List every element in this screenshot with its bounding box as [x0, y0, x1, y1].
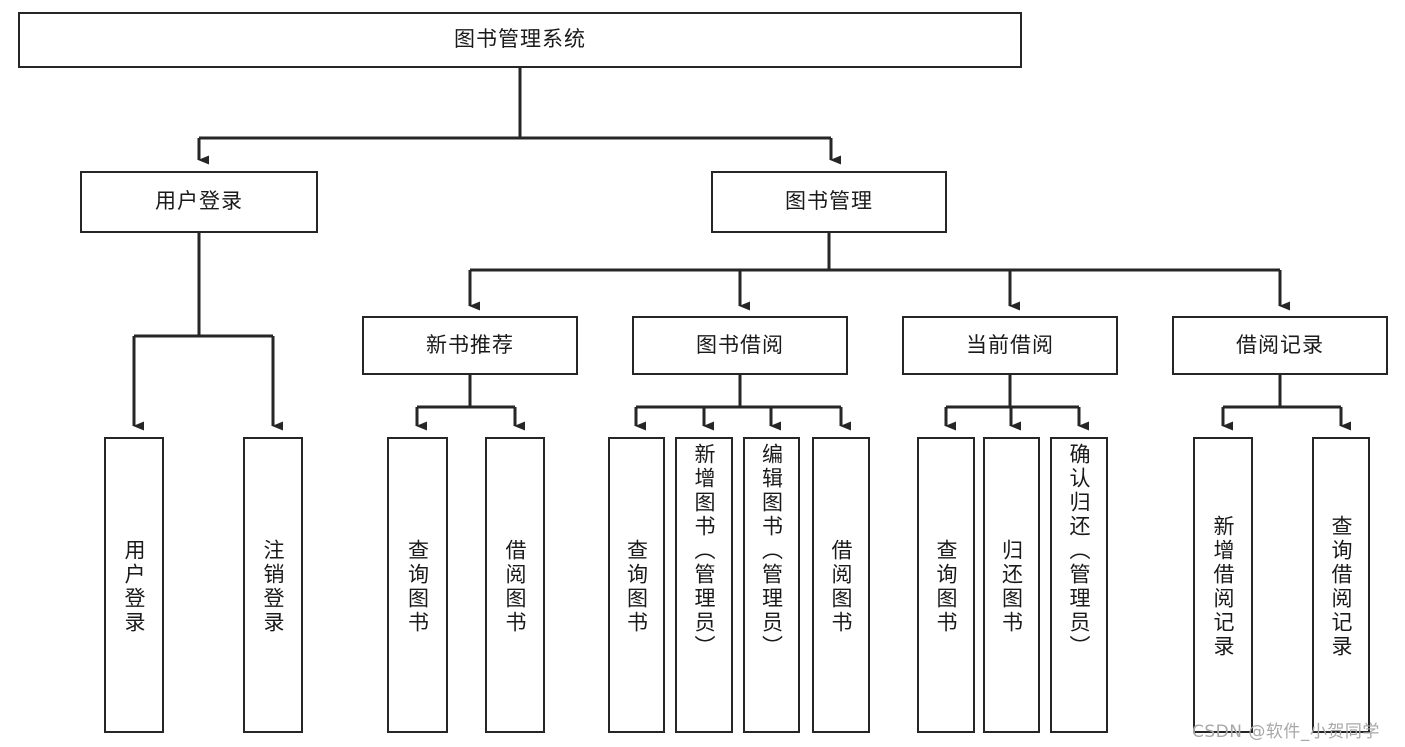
- node-book-borrow[interactable]: 图书借阅: [632, 316, 848, 375]
- leaf-edit-book-admin-label: 编辑图书（管理员）: [759, 443, 784, 659]
- leaf-query-book-current[interactable]: 查询图书: [917, 437, 975, 733]
- node-user-login-label: 用户登录: [155, 189, 243, 214]
- leaf-logout[interactable]: 注销登录: [243, 437, 303, 733]
- leaf-borrow-book-new-label: 借阅图书: [503, 539, 528, 635]
- leaf-add-book-admin[interactable]: 新增图书（管理员）: [675, 437, 733, 733]
- node-user-login[interactable]: 用户登录: [80, 171, 318, 233]
- leaf-edit-book-admin[interactable]: 编辑图书（管理员）: [743, 437, 800, 733]
- leaf-query-borrow-record[interactable]: 查询借阅记录: [1312, 437, 1370, 733]
- node-book-management[interactable]: 图书管理: [711, 171, 947, 233]
- leaf-return-book-label: 归还图书: [999, 539, 1024, 635]
- leaf-confirm-return-admin-label: 确认归还（管理员）: [1067, 443, 1092, 659]
- node-borrow-record-label: 借阅记录: [1236, 332, 1324, 357]
- leaf-borrow-book-label: 借阅图书: [829, 539, 854, 635]
- leaf-add-book-admin-label: 新增图书（管理员）: [692, 443, 717, 659]
- leaf-add-borrow-record[interactable]: 新增借阅记录: [1193, 437, 1253, 733]
- leaf-return-book[interactable]: 归还图书: [983, 437, 1040, 733]
- leaf-query-book-current-label: 查询图书: [934, 539, 959, 635]
- leaf-add-borrow-record-label: 新增借阅记录: [1211, 515, 1236, 659]
- leaf-user-login[interactable]: 用户登录: [104, 437, 164, 733]
- leaf-confirm-return-admin[interactable]: 确认归还（管理员）: [1050, 437, 1108, 733]
- leaf-logout-label: 注销登录: [261, 539, 286, 635]
- leaf-query-book-borrow[interactable]: 查询图书: [608, 437, 665, 733]
- node-new-book-recommend[interactable]: 新书推荐: [362, 316, 578, 375]
- csdn-watermark: CSDN @软件_小贺同学: [1192, 722, 1380, 742]
- node-root-label: 图书管理系统: [454, 27, 586, 52]
- node-borrow-record[interactable]: 借阅记录: [1172, 316, 1388, 375]
- node-root[interactable]: 图书管理系统: [18, 12, 1022, 68]
- leaf-borrow-book-new[interactable]: 借阅图书: [485, 437, 545, 733]
- leaf-query-book-new[interactable]: 查询图书: [387, 437, 448, 733]
- leaf-query-book-new-label: 查询图书: [405, 539, 430, 635]
- node-new-book-recommend-label: 新书推荐: [426, 332, 514, 357]
- node-book-management-label: 图书管理: [785, 189, 873, 214]
- leaf-query-book-borrow-label: 查询图书: [624, 539, 649, 635]
- node-book-borrow-label: 图书借阅: [696, 332, 784, 357]
- leaf-user-login-label: 用户登录: [122, 539, 147, 635]
- node-current-borrow-label: 当前借阅: [966, 332, 1054, 357]
- node-current-borrow[interactable]: 当前借阅: [902, 316, 1118, 375]
- leaf-query-borrow-record-label: 查询借阅记录: [1329, 515, 1354, 659]
- leaf-borrow-book[interactable]: 借阅图书: [812, 437, 870, 733]
